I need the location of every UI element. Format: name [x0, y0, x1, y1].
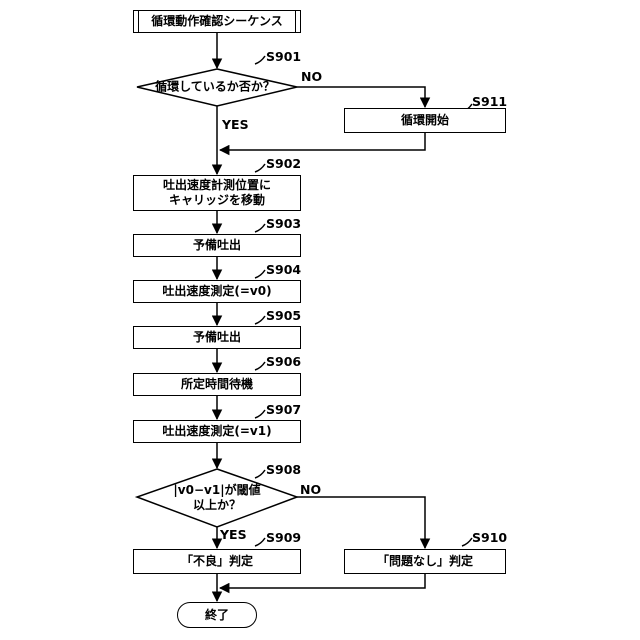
s901-id: S901 [266, 50, 301, 64]
s903-box: 予備吐出 [133, 234, 301, 257]
s911-text: 循環開始 [401, 113, 449, 128]
s901-no-label: NO [301, 70, 322, 84]
s908-yes-label: YES [220, 528, 247, 542]
s903-text: 予備吐出 [193, 238, 241, 253]
s909-box: 「不良」判定 [133, 549, 301, 574]
s908-no-label: NO [300, 483, 321, 497]
s905-id: S905 [266, 309, 301, 323]
s907-box: 吐出速度測定(=v1) [133, 420, 301, 443]
s910-id: S910 [472, 531, 507, 545]
s904-id: S904 [266, 263, 301, 277]
s903-id: S903 [266, 217, 301, 231]
s905-box: 予備吐出 [133, 326, 301, 349]
s910-box: 「問題なし」判定 [344, 549, 506, 574]
s908-id: S908 [266, 463, 301, 477]
s906-id: S906 [266, 355, 301, 369]
s904-text: 吐出速度測定(=v0) [162, 284, 271, 299]
s908-line2: 以上か？ [173, 498, 260, 513]
s901-text: 循環しているか否か？ [155, 80, 275, 95]
s908-text: |v0−v1|が閾値 以上か？ [173, 483, 260, 513]
s902-id: S902 [266, 157, 301, 171]
s907-id: S907 [266, 403, 301, 417]
s906-box: 所定時間待機 [133, 373, 301, 396]
s902-line1: 吐出速度計測位置に [163, 178, 271, 193]
s902-line2: キャリッジを移動 [169, 193, 265, 208]
end-label: 終了 [205, 608, 229, 623]
start-label: 循環動作確認シーケンス [151, 14, 282, 29]
s909-id: S909 [266, 531, 301, 545]
s909-text: 「不良」判定 [181, 554, 253, 569]
s904-box: 吐出速度測定(=v0) [133, 280, 301, 303]
s907-text: 吐出速度測定(=v1) [162, 424, 271, 439]
s910-text: 「問題なし」判定 [377, 554, 473, 569]
s901-yes-label: YES [222, 118, 249, 132]
start-box: 循環動作確認シーケンス [133, 10, 301, 33]
s911-id: S911 [472, 95, 507, 109]
s906-text: 所定時間待機 [181, 377, 253, 392]
s911-box: 循環開始 [344, 108, 506, 133]
s902-box: 吐出速度計測位置に キャリッジを移動 [133, 175, 301, 211]
s905-text: 予備吐出 [193, 330, 241, 345]
s908-line1: |v0−v1|が閾値 [173, 483, 260, 498]
end-terminal: 終了 [177, 602, 257, 628]
